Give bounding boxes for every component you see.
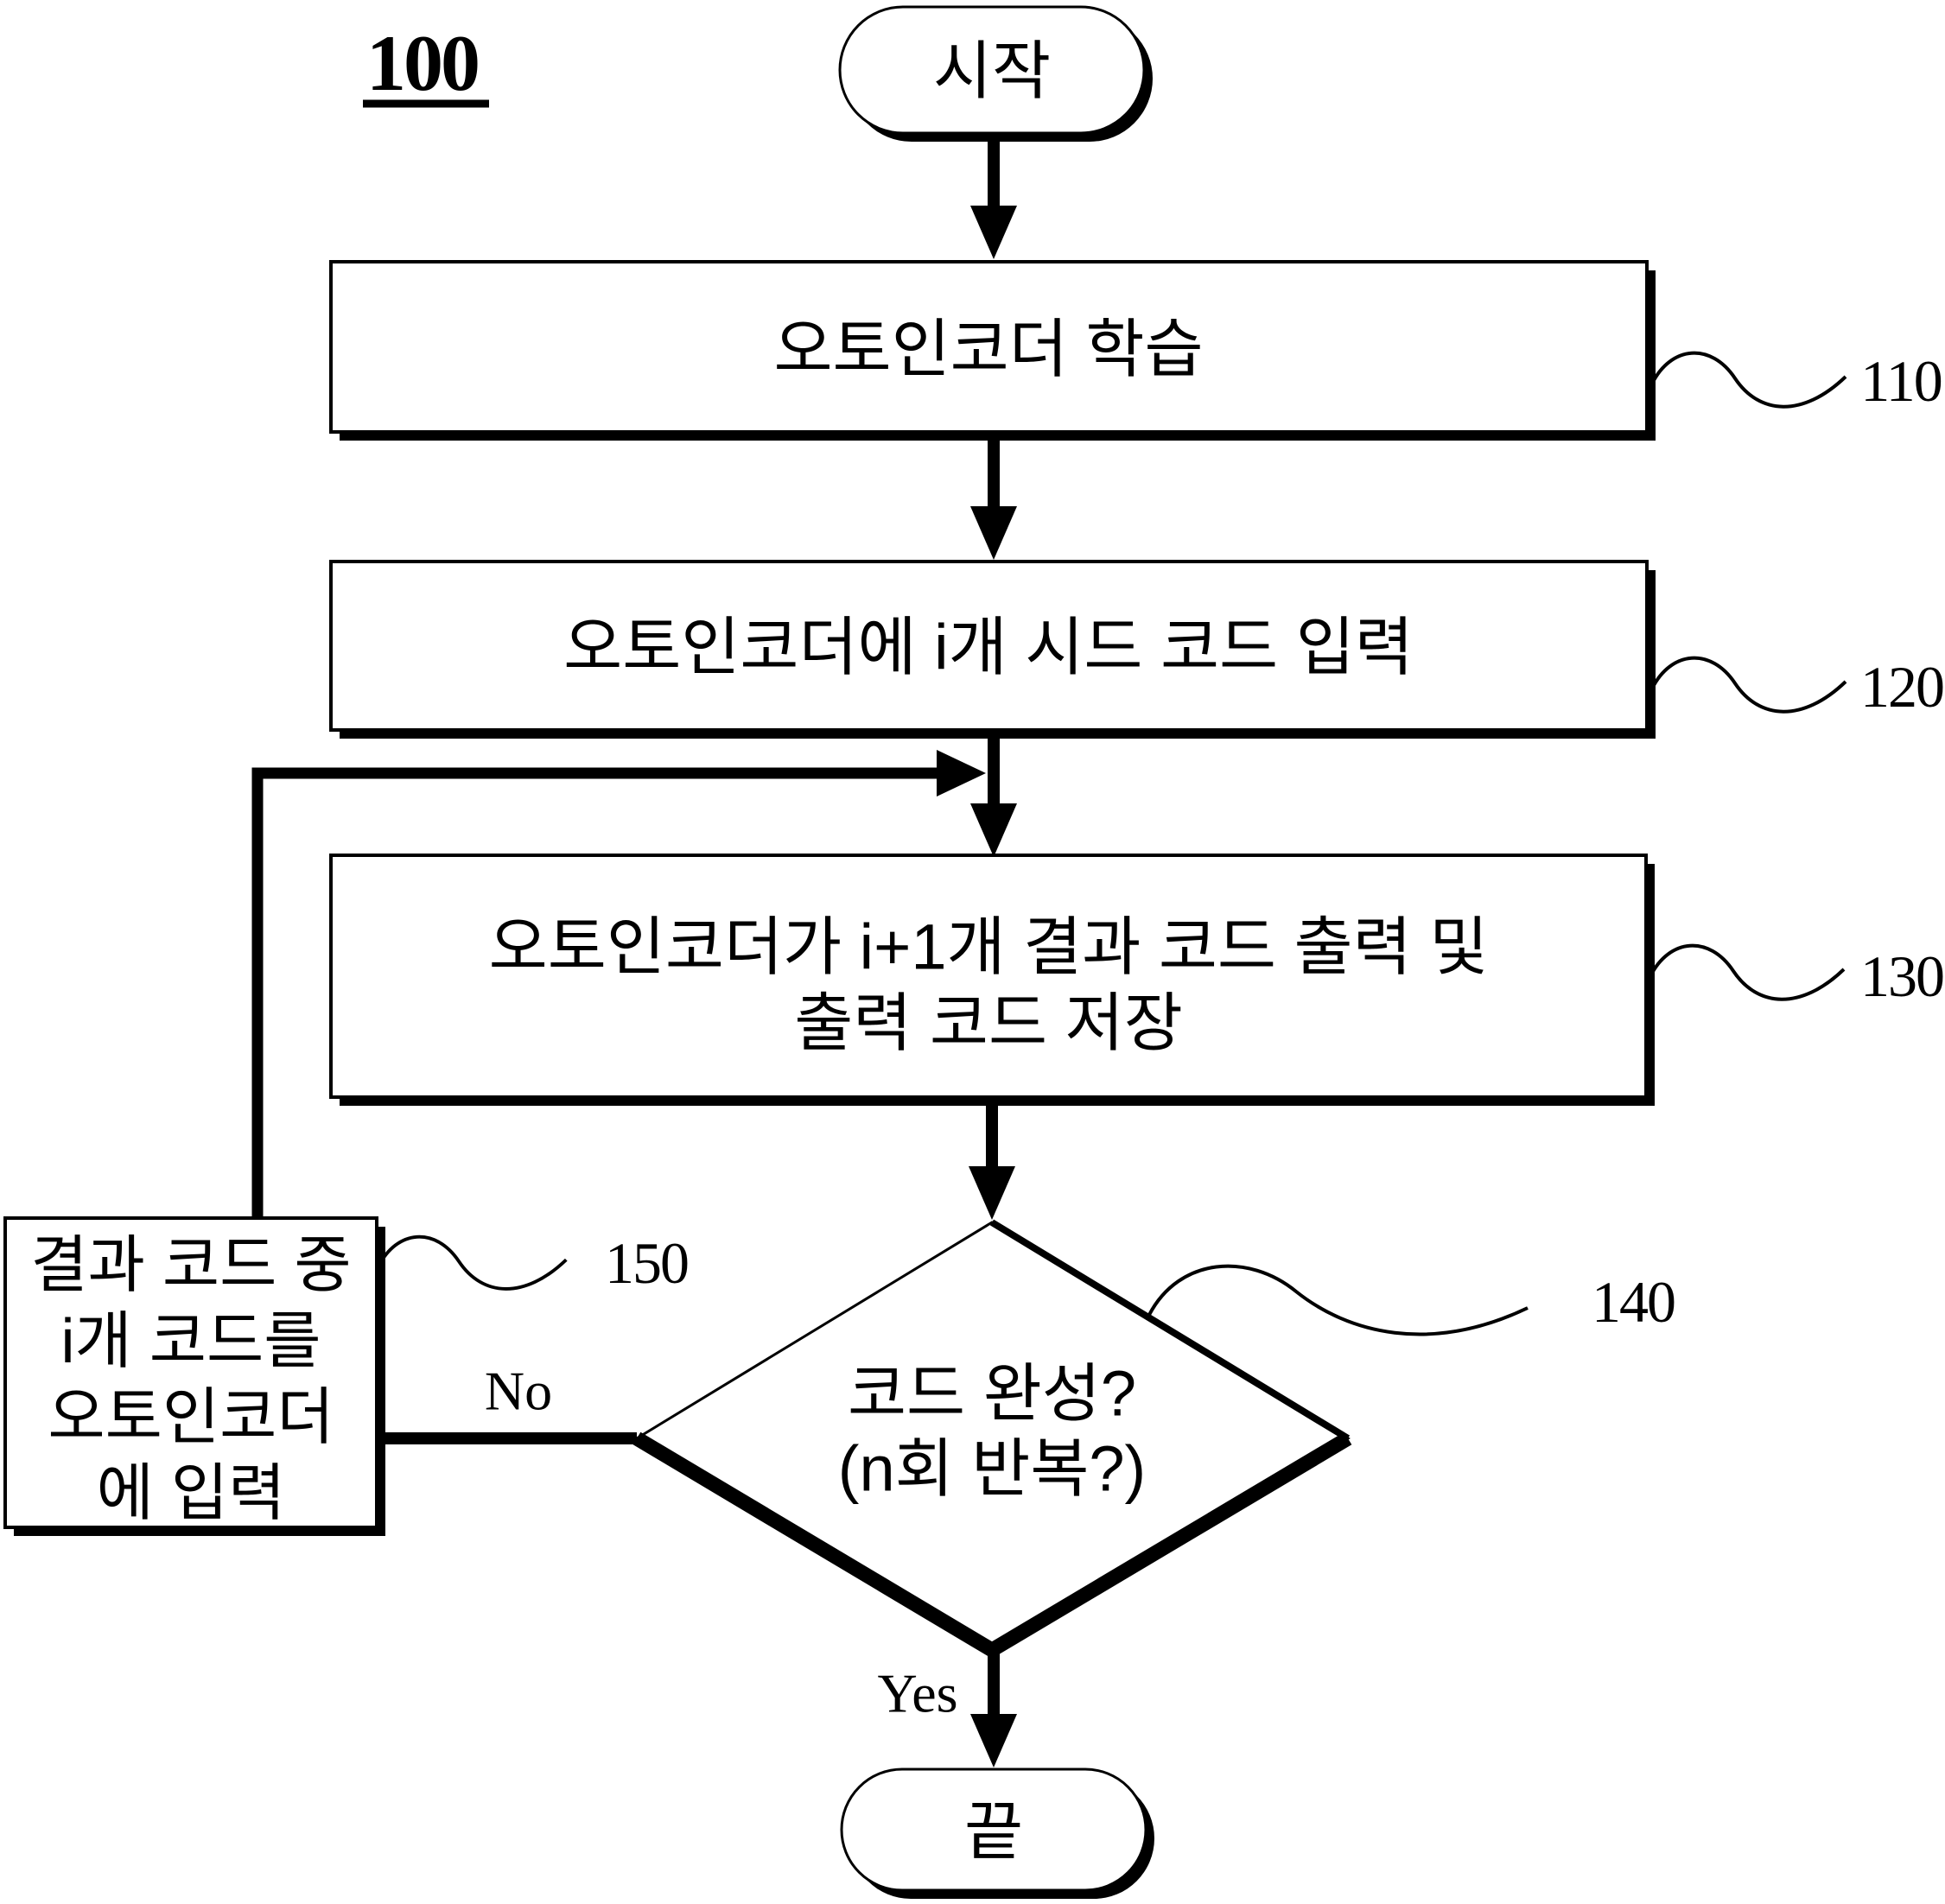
step-130-label-line2: 출력 코드 저장: [794, 987, 1183, 1059]
decision-140-label-line1: 코드 완성?: [848, 1358, 1136, 1430]
flow-arrow-130-to-140: [969, 1099, 1015, 1220]
arrowhead-down-icon: [969, 1166, 1015, 1220]
no-branch-label: No: [485, 1361, 552, 1422]
decision-140-diamond: 코드 완성? (n회 반복?): [632, 1219, 1352, 1657]
flow-arrow-start-to-110: [970, 133, 1017, 259]
ref-label-110: 110: [1860, 348, 1941, 414]
ref-wave-140: [1147, 1264, 1529, 1336]
yes-branch-label: Yes: [877, 1663, 957, 1724]
decision-140-edge-bottomleft: [632, 1431, 996, 1657]
ref-wave-130: [1649, 943, 1846, 1001]
step-150-shape: [3, 1216, 378, 1529]
start-label: 시작: [933, 35, 1051, 107]
step-150-label-line3: 오토인코더: [48, 1383, 334, 1452]
step-150-box: 결과 코드 중 i개 코드를 오토인코더 에 입력: [3, 1216, 385, 1536]
end-terminator: 끝: [840, 1768, 1154, 1899]
arrowhead-down-icon: [970, 1714, 1017, 1768]
step-110-box: 오토인코더 학습: [329, 260, 1656, 441]
ref-label-130: 130: [1860, 943, 1943, 1009]
loopback-line: [251, 750, 986, 1220]
ref-wave-120: [1650, 656, 1847, 714]
ref-label-140: 140: [1592, 1269, 1675, 1335]
step-110-shape: [329, 260, 1649, 434]
flow-arrow-140-to-end: [970, 1648, 1017, 1768]
decision-140-label-line2: (n회 반복?): [838, 1433, 1146, 1505]
ref-label-150: 150: [605, 1230, 688, 1296]
arrowhead-down-icon: [970, 506, 1017, 560]
step-150-label-line4: 에 입력: [97, 1459, 286, 1528]
step-130-shape: [329, 854, 1648, 1099]
step-120-shape: [329, 560, 1649, 732]
decision-140-edge-bottomright: [988, 1431, 1352, 1657]
step-130-box: 오토인코더가 i+1개 결과 코드 출력 및 출력 코드 저장: [329, 854, 1655, 1106]
ref-label-120: 120: [1860, 654, 1943, 720]
step-150-label-line1: 결과 코드 중: [30, 1231, 351, 1300]
ref-wave-110: [1650, 351, 1847, 409]
arrowhead-down-icon: [970, 803, 1017, 857]
end-label: 끝: [964, 1796, 1023, 1868]
flow-arrow-120-to-130: [970, 732, 1017, 857]
start-terminator: 시작: [838, 5, 1153, 142]
end-terminator-shape: [840, 1768, 1147, 1892]
step-130-label-line1: 오토인코더가 i+1개 결과 코드 출력 및: [489, 911, 1489, 983]
step-120-label: 오토인코더에 i개 시드 코드 입력: [563, 612, 1414, 683]
step-150-label-line2: i개 코드를: [61, 1307, 321, 1376]
step-110-label: 오토인코더 학습: [773, 314, 1203, 385]
decision-140-edge-topright: [989, 1219, 1351, 1442]
arrowhead-right-icon: [937, 750, 986, 797]
step-120-box: 오토인코더에 i개 시드 코드 입력: [329, 560, 1656, 739]
flow-arrow-110-to-120: [970, 434, 1017, 560]
ref-wave-150: [377, 1234, 568, 1291]
arrowhead-down-icon: [970, 206, 1017, 259]
figure-number: 100: [366, 19, 478, 107]
